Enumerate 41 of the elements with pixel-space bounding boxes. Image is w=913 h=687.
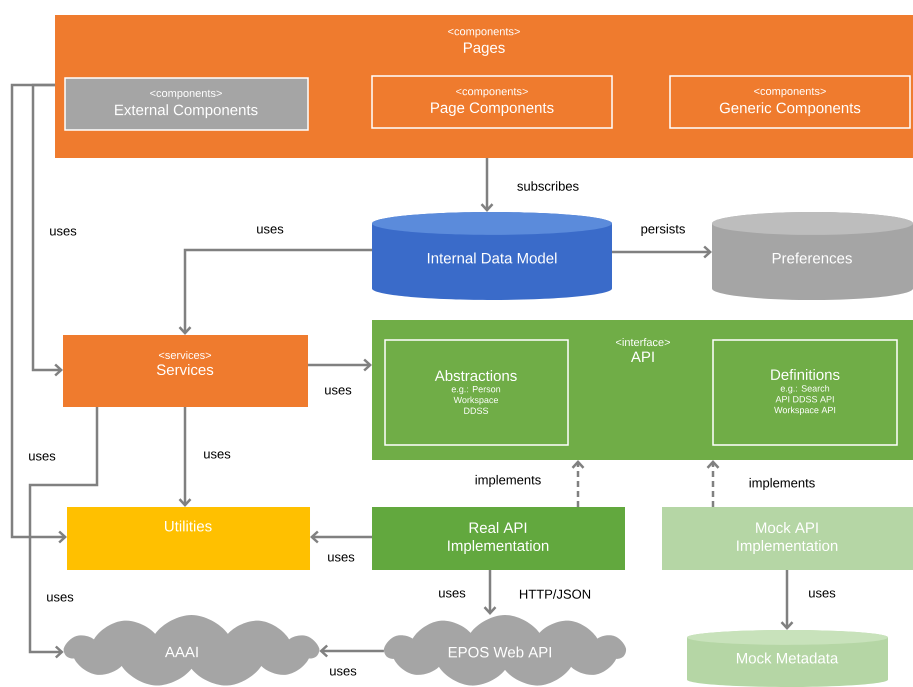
edge-label: implements [474,474,542,488]
arrow [706,460,720,507]
arrow [484,570,496,615]
edge-label: uses [48,227,78,237]
arrow [780,570,794,630]
arrow [178,407,192,507]
component-box: <components> Generic Components [669,75,911,129]
definition-box: Definitions e.g.: Search API DDSS API Workspace API [712,339,898,446]
arrow [178,248,372,335]
database-cylinder: Mock Metadata [687,630,888,687]
edge-label: uses [323,386,353,396]
protocol-label: HTTP/JSON [518,588,592,600]
edge-label: uses [202,450,232,460]
arrow [310,530,372,544]
edge-label: uses [807,589,837,599]
edge-label: uses [326,553,356,563]
arrow [308,358,372,372]
arrow [480,158,494,212]
implementation-box: Mock API Implementation [662,507,913,570]
arrow [319,644,384,658]
service-box: <services> Services [63,335,308,407]
utility-box: Utilities [67,507,310,570]
edge-label: uses [328,667,358,677]
component-box: <components> Page Components [371,75,613,129]
edge-label: uses [45,593,75,603]
edge-label: subscribes [516,180,580,192]
abstraction-box: Abstractions e.g.: Person Workspace DDSS [384,339,569,446]
arrow [572,460,584,507]
edge-label: persists [640,222,686,238]
arrow [10,84,67,544]
edge-label: uses [27,452,57,462]
implementation-box: Real API Implementation [372,507,625,570]
arrow [28,407,98,658]
arrow [32,84,63,376]
component-box: <components> External Components [64,77,309,131]
edge-label: uses [255,225,285,235]
edge-label: uses [437,589,467,599]
database-cylinder: Preferences [712,212,913,300]
edge-label: implements [748,476,816,492]
database-cylinder: Internal Data Model [372,212,612,300]
arrow [612,246,712,258]
